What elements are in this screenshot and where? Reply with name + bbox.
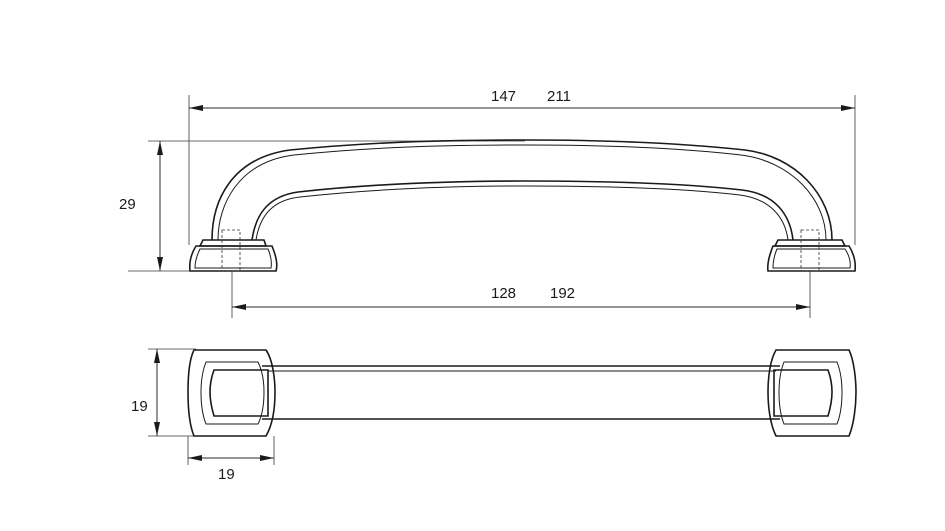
- overall-length-label-a: 147: [491, 88, 516, 105]
- handle-arch-inner-highlight: [255, 185, 789, 241]
- overall-length-dimension: 147 211: [188, 88, 856, 245]
- right-base-top: [767, 349, 857, 437]
- left-foot: [188, 229, 278, 272]
- left-screw-hole-hidden: [221, 229, 241, 272]
- width-label: 19: [131, 398, 148, 415]
- height-dimension: 29: [119, 140, 525, 272]
- right-foot: [766, 229, 857, 272]
- left-base-top: [187, 349, 276, 437]
- top-view: 19 19: [131, 348, 857, 483]
- height-label: 29: [119, 196, 136, 213]
- handle-arch-highlight: [217, 144, 827, 241]
- base-length-label: 19: [218, 466, 235, 483]
- base-length-dimension: 19: [187, 436, 275, 483]
- handle-arch-inner: [251, 180, 794, 241]
- handle-arch-outer: [211, 139, 833, 241]
- right-screw-hole-hidden: [800, 229, 820, 272]
- side-view: 147 211 29: [119, 88, 857, 318]
- hole-spacing-dimension: 128 192: [231, 271, 811, 318]
- hole-spacing-label-a: 128: [491, 285, 516, 302]
- overall-length-label-b: 211: [547, 88, 571, 105]
- width-dimension: 19: [131, 348, 196, 437]
- hole-spacing-label-b: 192: [550, 285, 575, 302]
